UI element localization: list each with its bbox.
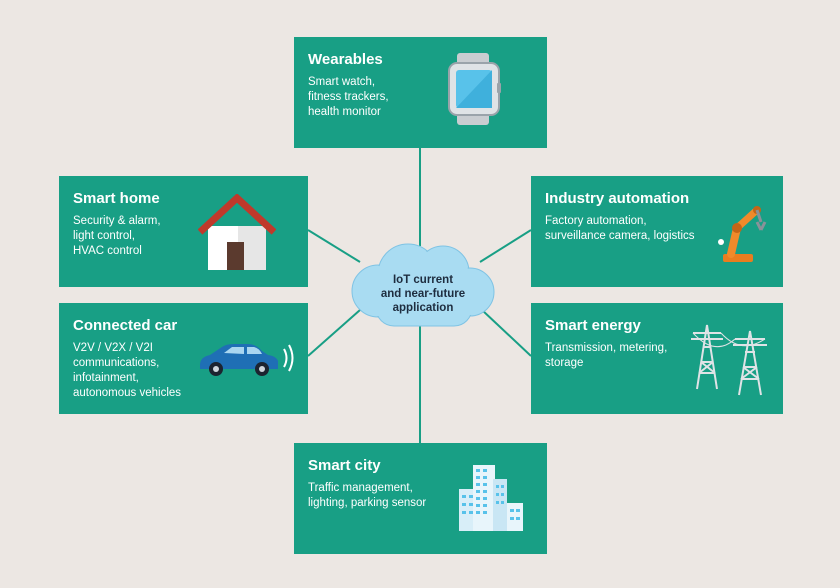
buildings-icon — [459, 465, 523, 531]
card-industry-automation: Industry automation Factory automation, … — [531, 176, 783, 287]
car-icon — [200, 344, 294, 376]
connector-industry — [479, 229, 532, 263]
card-wearables: Wearables Smart watch, fitness trackers,… — [294, 37, 547, 148]
card-description: Transmission, metering, storage — [545, 341, 769, 371]
card-title: Connected car — [73, 317, 178, 334]
card-line: communications, — [73, 357, 160, 369]
card-title: Industry automation — [545, 190, 690, 207]
card-description: Smart watch, fitness trackers, health mo… — [308, 75, 533, 120]
card-title: Wearables — [308, 51, 383, 68]
card-description: Security & alarm, light control, HVAC co… — [73, 214, 294, 259]
connector-home — [307, 229, 361, 263]
card-title: Smart energy — [545, 317, 641, 334]
center-label-line: application — [392, 302, 454, 314]
card-line: health monitor — [308, 106, 381, 118]
card-title: Smart city — [308, 457, 381, 474]
card-smart-energy: Smart energy Transmission, metering, sto… — [531, 303, 783, 414]
card-line: HVAC control — [73, 245, 142, 257]
card-description: Factory automation, surveillance camera,… — [545, 214, 769, 244]
card-line: V2V / V2X / V2I — [73, 342, 153, 354]
house-icon — [198, 194, 276, 270]
card-line: Smart watch, — [308, 76, 376, 88]
card-description: Traffic management, lighting, parking se… — [308, 481, 533, 511]
connector-energy — [481, 309, 532, 357]
card-smart-city: Smart city Traffic management, lighting,… — [294, 443, 547, 554]
card-line: fitness trackers, — [308, 91, 389, 103]
card-line: surveillance camera, logistics — [545, 230, 695, 242]
center-label-line: IoT current — [392, 274, 454, 286]
power-tower-icon — [691, 324, 767, 396]
cloud-icon — [351, 243, 495, 327]
card-description: V2V / V2X / V2I communications, infotain… — [73, 341, 294, 401]
card-line: lighting, parking sensor — [308, 497, 427, 509]
card-connected-car: Connected car V2V / V2X / V2I communicat… — [59, 303, 308, 414]
card-line: storage — [545, 357, 584, 369]
card-title: Smart home — [73, 190, 160, 207]
card-smart-home: Smart home Security & alarm, light contr… — [59, 176, 308, 287]
card-line: Security & alarm, — [73, 215, 161, 227]
card-line: autonomous vehicles — [73, 387, 182, 399]
card-line: Traffic management, — [308, 482, 413, 494]
center-label-line: and near-future — [380, 288, 466, 300]
center-cloud: IoT current and near-future application — [338, 236, 508, 336]
card-line: Transmission, metering, — [545, 342, 668, 354]
connector-car — [307, 309, 361, 357]
card-line: infotainment, — [73, 372, 139, 384]
card-line: Factory automation, — [545, 215, 647, 227]
robot-arm-icon — [718, 206, 767, 262]
center-label: IoT current and near-future application — [338, 273, 508, 315]
card-line: light control, — [73, 230, 136, 242]
smart-watch-icon — [448, 53, 501, 125]
